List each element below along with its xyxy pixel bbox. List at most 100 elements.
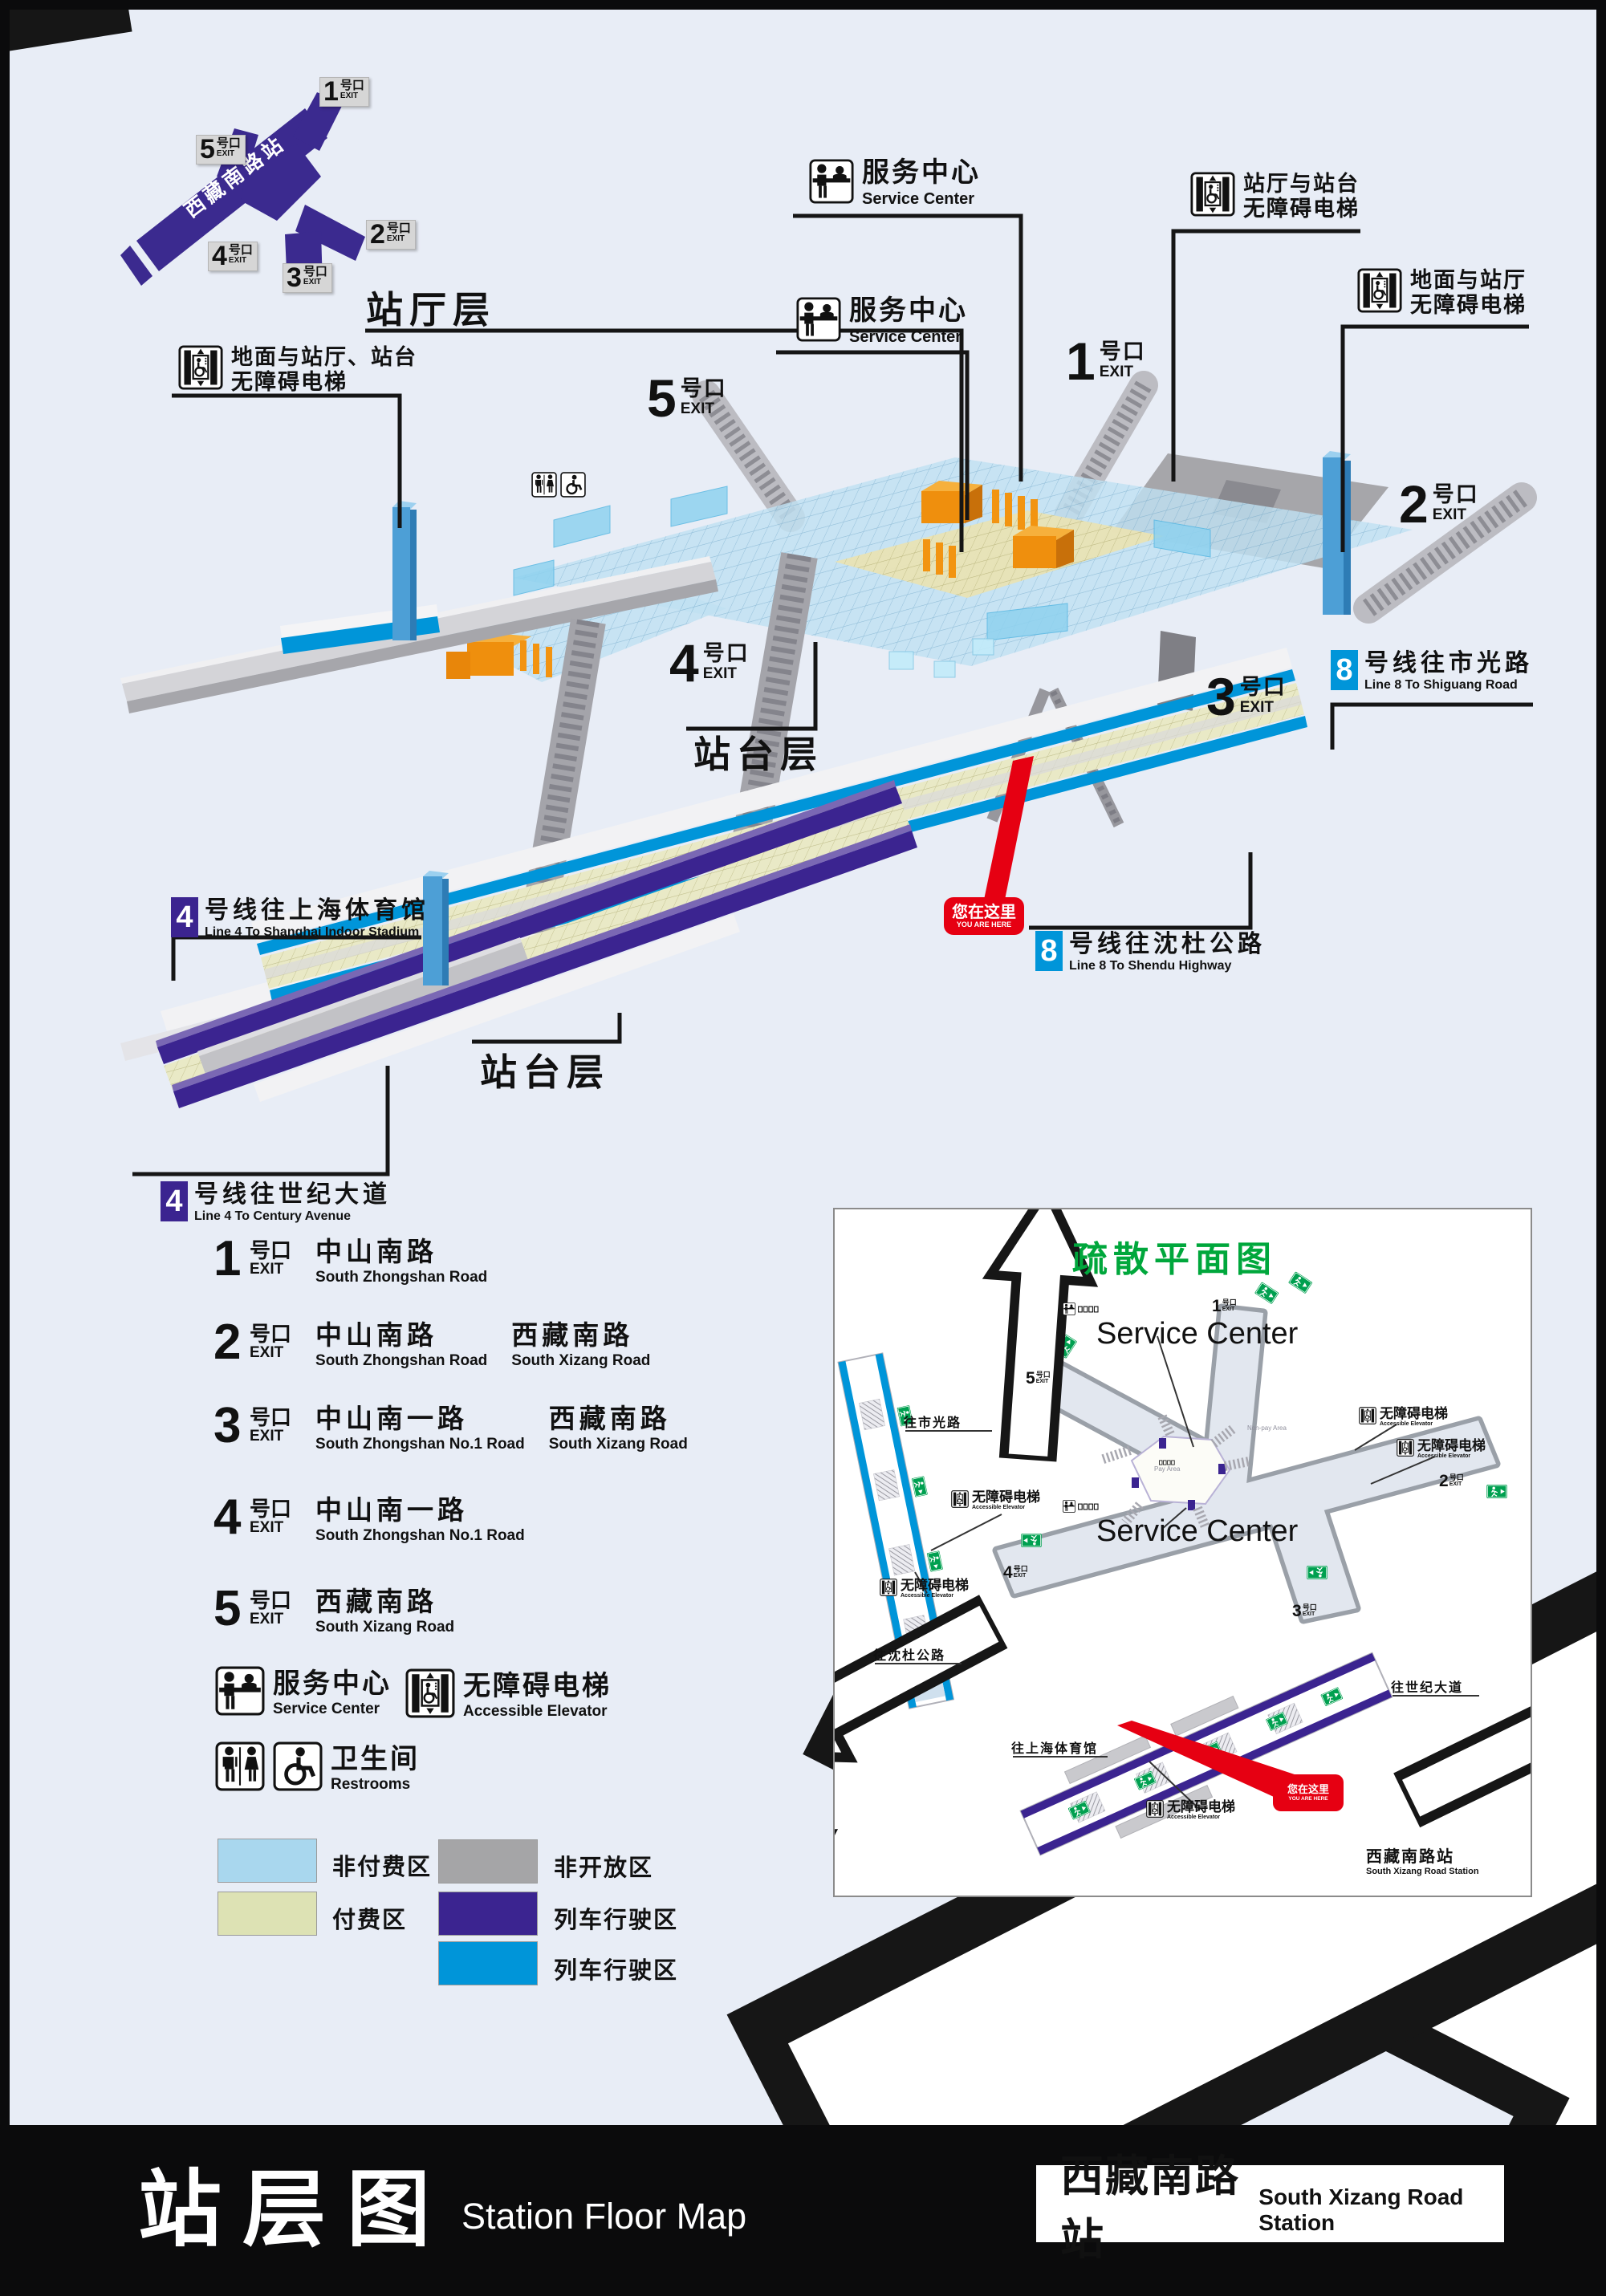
exit-en: EXIT — [228, 255, 247, 265]
service-center-icon — [215, 1666, 265, 1716]
elevator-zh: 无障碍电梯 — [1417, 1438, 1486, 1453]
footer-band: 站层图 Station Floor Map 西藏南路站 South Xizang… — [0, 2125, 1606, 2296]
legend-train-line8-label: 列车行驶区 — [554, 1958, 679, 1984]
footer-title-zh: 站层图 — [138, 2164, 452, 2257]
accessible-elevator-icon — [1190, 172, 1235, 217]
legend-service-center: 服务中心 Service Center — [215, 1666, 392, 1718]
exit-suffix: 号口 — [680, 376, 727, 400]
evac-concourse — [992, 1303, 1501, 1624]
exit-suffix: 号口 — [250, 1405, 292, 1429]
page-frame-top — [0, 0, 1606, 10]
footer-station-box: 西藏南路站 South Xizang Road Station — [1036, 2152, 1504, 2264]
exit-en: EXIT — [1449, 1481, 1462, 1487]
exit-suffix: 号口 — [250, 1322, 292, 1346]
service-center-icon — [809, 159, 854, 204]
service-center-label-en: Service Center — [849, 327, 962, 346]
road-zh: 西藏南路 — [548, 1404, 671, 1433]
road-en: South Xizang Road — [548, 1436, 688, 1453]
elevator-pillars — [392, 451, 1351, 985]
platform-level-label-1: 站台层 — [693, 734, 823, 775]
evacuation-plan-panel: 疏散平面图 Service Center Service Center 1 号口… — [833, 1208, 1532, 1897]
evac-service-center-1: Service Center — [1096, 1317, 1299, 1351]
road-en: South Zhongshan No.1 Road — [315, 1436, 525, 1453]
exit-number: 1 — [1066, 331, 1096, 391]
elevator-label-line1: 站厅与站台 — [1243, 172, 1360, 196]
line8-badge: 8 — [1035, 931, 1063, 971]
elevator-label-line1: 地面与站厅、站台 — [231, 345, 417, 369]
direction-en: Line 4 To Century Avenue — [194, 1209, 351, 1223]
evac-to-century: 往世纪大道 — [1391, 1681, 1464, 1695]
you-are-here-zh: 您在这里 — [952, 903, 1016, 921]
elevator-zh: 无障碍电梯 — [901, 1578, 969, 1593]
exit-en: EXIT — [1035, 1379, 1049, 1384]
facility-zh: 卫生间 — [331, 1744, 420, 1774]
minimap-exit-2-badge: 2 号口 EXIT — [366, 220, 416, 250]
hall-level-label: 站厅层 — [366, 289, 496, 331]
exit-number: 3 — [213, 1398, 242, 1453]
exit-number: 3 — [287, 262, 302, 293]
elevator-ground-hall-platform-callout: 地面与站厅、站台 无障碍电梯 — [178, 345, 417, 395]
evac-pay-area-label: Pay Area — [1154, 1460, 1180, 1473]
exit-number: 4 — [1003, 1563, 1013, 1582]
elevator-en: Accessible Elevator — [901, 1592, 954, 1599]
exit-en: EXIT — [250, 1519, 284, 1537]
road-zh: 西藏南路 — [315, 1587, 438, 1616]
you-are-here-zh: 您在这里 — [1287, 1783, 1329, 1796]
legend-paid-label: 付费区 — [332, 1908, 408, 1933]
accessible-elevator-icon — [405, 1668, 455, 1718]
evac-service-center-2: Service Center — [1096, 1514, 1299, 1548]
evac-leader-lines — [875, 1335, 1479, 1810]
facility-en: Service Center — [273, 1701, 380, 1718]
exit-en: EXIT — [1302, 1611, 1315, 1617]
line4-platform — [156, 780, 917, 1108]
accessible-elevator-icon — [1397, 1439, 1414, 1457]
exit-en: EXIT — [303, 277, 322, 286]
exit-number: 2 — [1439, 1472, 1449, 1490]
exit-en: EXIT — [702, 664, 737, 682]
exit-suffix: 号口 — [386, 221, 411, 235]
minimap-exit-4-badge: 4 号口 EXIT — [208, 242, 258, 271]
elevator-hall-platform-callout: 站厅与站台 无障碍电梯 — [1190, 172, 1360, 221]
direction-en: Line 4 To Shanghai Indoor Stadium — [205, 925, 420, 939]
road-en: South Xizang Road — [511, 1352, 651, 1370]
minimap-exit-1-badge: 1 号口 EXIT — [319, 77, 369, 107]
evacuation-map — [835, 1209, 1531, 1856]
exit-number: 5 — [200, 134, 215, 165]
footer-title-en: Station Floor Map — [461, 2196, 747, 2237]
road-zh: 中山南路 — [315, 1320, 438, 1350]
restroom-icon — [215, 1741, 265, 1791]
elevator-zh: 无障碍电梯 — [1380, 1406, 1448, 1421]
elevator-zh: 无障碍电梯 — [1167, 1799, 1235, 1814]
station-zh: 西藏南路站 — [1366, 1848, 1454, 1866]
concourse-floor — [449, 457, 1413, 682]
accessible-elevator-icon — [1359, 1407, 1376, 1424]
legend-accessible-elevator: 无障碍电梯 Accessible Elevator — [405, 1668, 612, 1721]
you-are-here-badge: 您在这里 YOU ARE HERE — [944, 897, 1024, 935]
station-en: South Xizang Road Station — [1366, 1867, 1479, 1876]
exit-suffix: 号口 — [250, 1238, 292, 1262]
elevator-zh: 无障碍电梯 — [972, 1489, 1040, 1505]
page-frame-right — [1596, 0, 1606, 2296]
evac-station-name: 西藏南路站 South Xizang Road Station — [1366, 1843, 1479, 1876]
exit-en: EXIT — [250, 1611, 284, 1628]
platform-level-label-2: 站台层 — [480, 1051, 610, 1093]
diagram-exit-3: 3 号口 EXIT — [1206, 670, 1287, 723]
swatch-nonopen-area — [438, 1839, 538, 1884]
page-frame-left — [0, 0, 10, 2296]
exit-en: EXIT — [1099, 363, 1133, 380]
exit-number: 1 — [323, 76, 339, 107]
elevator-en: Accessible Elevator — [1417, 1453, 1471, 1459]
road-zh: 中山南路 — [315, 1237, 438, 1266]
elevator-label-line2: 无障碍电梯 — [1243, 197, 1360, 221]
evacuation-title: 疏散平面图 — [1072, 1240, 1277, 1279]
exit-suffix: 号口 — [1035, 1371, 1051, 1379]
line4-to-stadium-label: 4 号线往上海体育馆 Line 4 To Shanghai Indoor Sta… — [171, 897, 429, 940]
line4-badge: 4 — [161, 1181, 188, 1221]
